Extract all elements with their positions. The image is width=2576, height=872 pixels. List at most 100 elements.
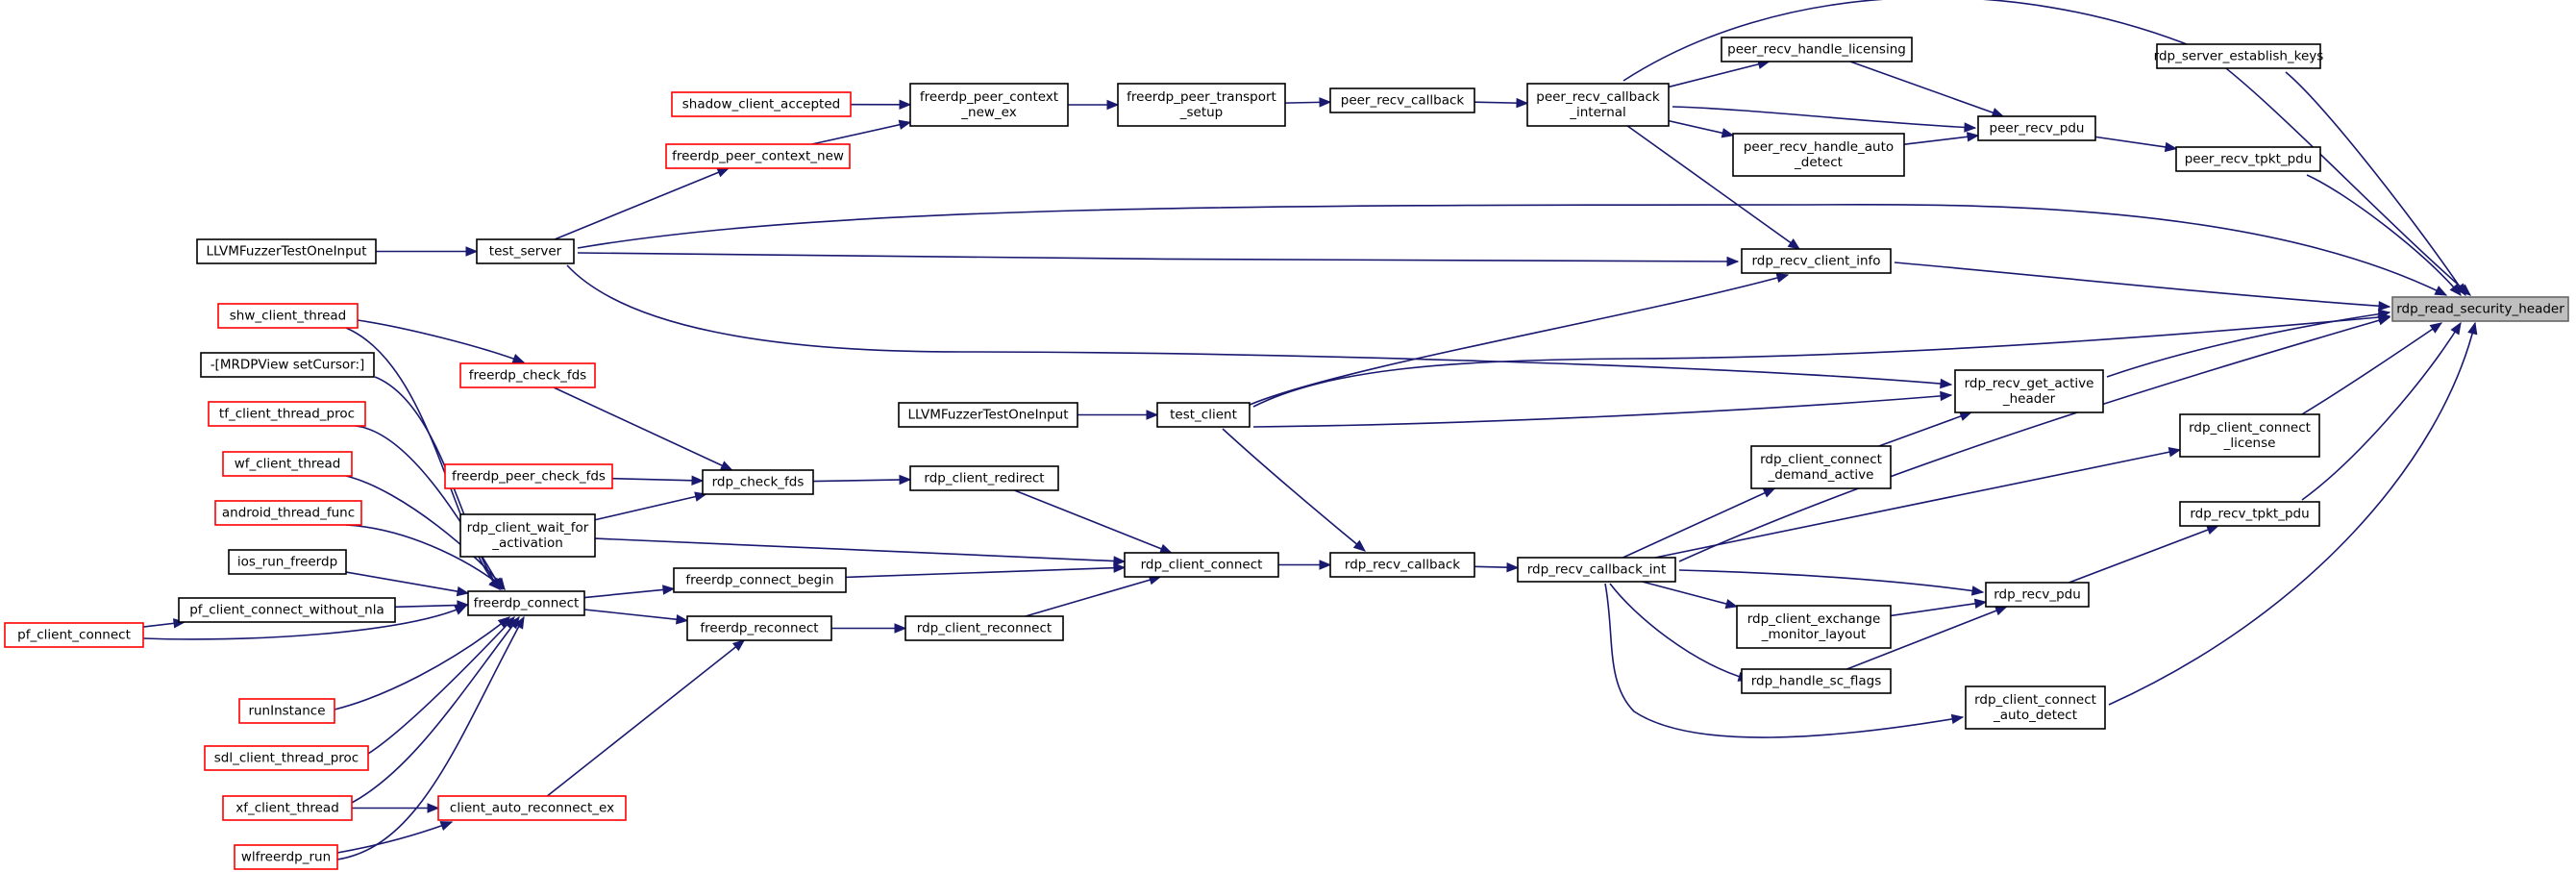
node-box[interactable] [2179,413,2320,458]
node-box[interactable] [222,451,353,477]
node-rdp-client-connect[interactable]: rdp_client_connect [1124,552,1279,578]
node-box[interactable] [1977,115,2096,141]
node-box[interactable] [1965,685,2106,730]
node-box[interactable] [671,91,852,117]
node-peer-recv-tpkt-pdu[interactable]: peer_recv_tpkt_pdu [2175,146,2321,172]
node-runinstance[interactable]: runInstance [238,698,335,724]
node-pf-client-connect-without-nla[interactable]: pf_client_connect_without_nla [178,597,396,623]
node-rdp-recv-callback[interactable]: rdp_recv_callback [1329,552,1475,578]
node-box[interactable] [208,401,366,427]
node-rdp-client-wait-for-activation[interactable]: rdp_client_wait_for_activation [459,513,596,558]
node-box[interactable] [459,513,596,558]
node-box[interactable] [1124,552,1279,578]
node-shw-client-thread[interactable]: shw_client_thread [217,303,359,329]
node-box[interactable] [1117,83,1286,127]
node-box[interactable] [1750,445,1892,489]
node-wf-client-thread[interactable]: wf_client_thread [222,451,353,477]
node-rdp-recv-client-info[interactable]: rdp_recv_client_info [1741,248,1892,274]
node-box[interactable] [1732,133,1905,177]
node-rdp-server-establish-keys[interactable]: rdp_server_establish_keys [2154,43,2324,69]
node-box[interactable] [2175,146,2321,172]
node-rdp-recv-get-active-header[interactable]: rdp_recv_get_active_header [1954,369,2104,413]
node-xf-client-thread[interactable]: xf_client_thread [222,795,353,821]
node-peer-recv-handle-auto-detect[interactable]: peer_recv_handle_auto_detect [1732,133,1905,177]
node-peer-recv-pdu[interactable]: peer_recv_pdu [1977,115,2096,141]
node-freerdp-peer-transport-setup[interactable]: freerdp_peer_transport_setup [1117,83,1286,127]
node-box[interactable] [686,615,832,641]
node-box[interactable] [217,303,359,329]
node-freerdp-peer-context-new[interactable]: freerdp_peer_context_new [665,143,851,169]
node-rdp-check-fds[interactable]: rdp_check_fds [702,469,814,495]
node-box[interactable] [467,590,585,616]
node-box[interactable] [214,500,362,526]
node-box[interactable] [2156,43,2321,69]
node-rdp-recv-pdu[interactable]: rdp_recv_pdu [1985,582,2090,608]
node-freerdp-reconnect[interactable]: freerdp_reconnect [686,615,832,641]
node-rdp-client-connect-demand-active[interactable]: rdp_client_connect_demand_active [1750,445,1892,489]
node-tf-client-thread-proc[interactable]: tf_client_thread_proc [208,401,366,427]
node-box[interactable] [1721,37,1913,62]
node-freerdp-peer-context-new-ex[interactable]: freerdp_peer_context_new_ex [909,83,1069,127]
node-box[interactable] [909,83,1069,127]
node-box[interactable] [200,352,375,378]
node-box[interactable] [1329,87,1475,113]
node-box[interactable] [204,745,369,771]
node-box[interactable] [1526,83,1670,127]
node-box[interactable] [437,795,627,821]
node-rdp-recv-callback-int[interactable]: rdp_recv_callback_int [1517,557,1676,583]
node-box[interactable] [702,469,814,495]
node-test-client[interactable]: test_client [1156,402,1251,428]
node-box[interactable] [1736,605,1892,649]
node-pf-client-connect[interactable]: pf_client_connect [4,622,144,648]
node-rdp-client-redirect[interactable]: rdp_client_redirect [909,465,1059,491]
node-rdp-client-connect-auto-detect[interactable]: rdp_client_connect_auto_detect [1965,685,2106,730]
node-peer-recv-callback-internal[interactable]: peer_recv_callback_internal [1526,83,1670,127]
node-box[interactable] [2179,501,2320,527]
node-box[interactable] [665,143,851,169]
node-test-server[interactable]: test_server [476,238,575,264]
node-rdp-handle-sc-flags[interactable]: rdp_handle_sc_flags [1741,668,1892,694]
node-android-thread-func[interactable]: android_thread_func [214,500,362,526]
node-box[interactable] [238,698,335,724]
node-box[interactable] [228,549,347,575]
node-box[interactable] [1741,668,1892,694]
node-peer-recv-callback[interactable]: peer_recv_callback [1329,87,1475,113]
node-rdp-recv-tpkt-pdu[interactable]: rdp_recv_tpkt_pdu [2179,501,2320,527]
node-box[interactable] [4,622,144,648]
node-box[interactable] [1156,402,1251,428]
node-sdl-client-thread-proc[interactable]: sdl_client_thread_proc [204,745,369,771]
node-box[interactable] [178,597,396,623]
node-box[interactable] [234,844,338,870]
node-box[interactable] [459,362,596,388]
node-shadow-client-accepted[interactable]: shadow_client_accepted [671,91,852,117]
node-box[interactable] [1329,552,1475,578]
node-client-auto-reconnect-ex[interactable]: client_auto_reconnect_ex [437,795,627,821]
node-freerdp-peer-check-fds[interactable]: freerdp_peer_check_fds [444,463,613,489]
node-box[interactable] [1517,557,1676,583]
node-box[interactable] [2391,296,2569,322]
node-rdp-client-exchange-monitor-layout[interactable]: rdp_client_exchange_monitor_layout [1736,605,1892,649]
node-box[interactable] [222,795,353,821]
node-rdp-read-security-header[interactable]: rdp_read_security_header [2391,296,2569,322]
node-box[interactable] [673,567,847,593]
node-box[interactable] [1954,369,2104,413]
node-rdp-client-connect-license[interactable]: rdp_client_connect_license [2179,413,2320,458]
node-ios-run-freerdp[interactable]: ios_run_freerdp [228,549,347,575]
node-box[interactable] [444,463,613,489]
node-box[interactable] [476,238,575,264]
node-box[interactable] [898,402,1078,428]
node-box[interactable] [909,465,1059,491]
node-llvmfuzzertestoneinput-1[interactable]: LLVMFuzzerTestOneInput [196,238,377,264]
node-peer-recv-handle-licensing[interactable]: peer_recv_handle_licensing [1721,37,1913,62]
node-rdp-client-reconnect[interactable]: rdp_client_reconnect [904,615,1064,641]
node-wlfreerdp-run[interactable]: wlfreerdp_run [234,844,338,870]
node-llvmfuzzertestoneinput-2[interactable]: LLVMFuzzerTestOneInput [898,402,1078,428]
node-freerdp-connect-begin[interactable]: freerdp_connect_begin [673,567,847,593]
node-mrdpview-setcursor[interactable]: -[MRDPView setCursor:] [200,352,375,378]
node-box[interactable] [904,615,1064,641]
node-box[interactable] [1985,582,2090,608]
node-freerdp-check-fds[interactable]: freerdp_check_fds [459,362,596,388]
node-freerdp-connect[interactable]: freerdp_connect [467,590,585,616]
node-box[interactable] [1741,248,1892,274]
node-box[interactable] [196,238,377,264]
